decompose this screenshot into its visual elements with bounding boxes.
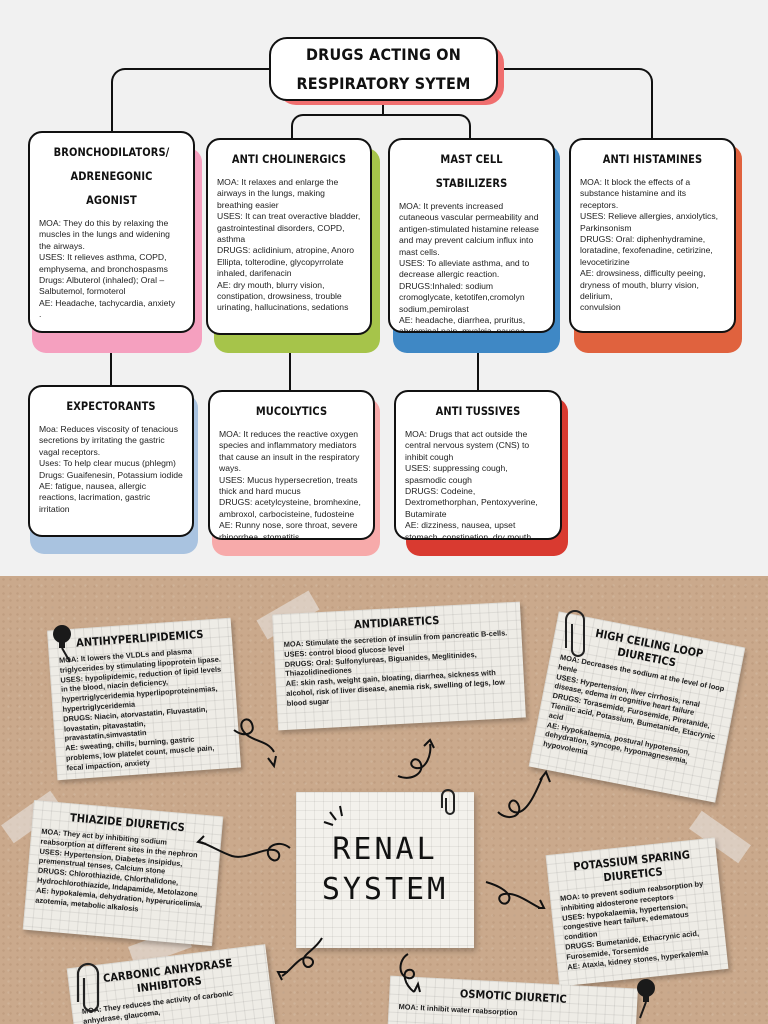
curly-arrow-icon — [196, 835, 291, 862]
card-heading: BRONCHODILATORS/ ADRENEGONIC AGONIST — [53, 145, 170, 207]
card-body: MOA: It reduces the reactive oxygen spec… — [219, 429, 361, 540]
curly-arrow-icon — [276, 937, 323, 981]
connector-line — [111, 68, 270, 132]
paperclip-icon — [76, 962, 100, 1013]
curly-arrow-icon — [399, 953, 421, 993]
card-body: MOA: It relaxes and enlarge the airways … — [217, 177, 361, 313]
connector-line — [110, 333, 112, 385]
anticholinergics-card: ANTI CHOLINERGICS MOA: It relaxes and enl… — [206, 138, 372, 335]
card-heading: ANTI HISTAMINES — [602, 152, 703, 166]
bronchodilators-card: BRONCHODILATORS/ ADRENEGONIC AGONIST MOA:… — [28, 131, 195, 333]
respiratory-diagram: DRUGS ACTING ON RESPIRATORY SYTEM BRONCH… — [28, 37, 742, 556]
curly-arrow-icon — [397, 738, 435, 779]
expectorants-card: EXPECTORANTS Moa: Reduces viscosity of te… — [28, 385, 194, 537]
card-heading: MUCOLYTICS — [255, 404, 328, 418]
diagram-title: DRUGS ACTING ON RESPIRATORY SYTEM — [269, 37, 498, 101]
renal-title-note: RENAL SYSTEM — [296, 792, 474, 948]
sparkle-icon — [323, 805, 343, 826]
paperclip-icon — [565, 610, 585, 657]
curly-arrow-icon — [485, 881, 546, 909]
mucolytics-card: MUCOLYTICS MOA: It reduces the reactive o… — [208, 390, 375, 540]
mast-cell-card: MAST CELL STABILIZERS MOA: It prevents in… — [388, 138, 555, 333]
card-heading: ANTI CHOLINERGICS — [231, 152, 347, 166]
card-body: MOA: They do this by relaxing the muscle… — [39, 218, 176, 320]
connector-line — [497, 68, 653, 138]
curly-arrow-icon — [497, 769, 551, 819]
connector-line — [291, 114, 471, 138]
antitussives-card: ANTI TUSSIVES MOA: Drugs that act outside… — [394, 390, 562, 540]
connector-line — [477, 333, 479, 390]
decorations — [53, 610, 655, 1019]
paperclip-icon — [441, 789, 455, 815]
card-heading: MAST CELL STABILIZERS — [435, 152, 508, 190]
pushpin-icon — [53, 625, 71, 663]
card-heading: EXPECTORANTS — [66, 399, 156, 413]
card-body: MOA: Drugs that act outside the central … — [405, 429, 538, 540]
card-heading: ANTI TUSSIVES — [435, 404, 521, 418]
card-body: MOA: It block the effects of a substance… — [580, 177, 719, 313]
pushpin-icon — [637, 979, 655, 1019]
card-body: MOA: It prevents increased cutaneous vas… — [399, 201, 539, 333]
renal-title: RENAL SYSTEM — [321, 832, 449, 907]
connector-line — [289, 335, 291, 390]
card-body: Moa: Reduces viscosity of tenacious secr… — [39, 424, 183, 514]
connector-line — [382, 101, 384, 114]
curly-arrow-icon — [233, 718, 277, 769]
antihistamines-card: ANTI HISTAMINES MOA: It block the effects… — [569, 138, 736, 333]
diagram-title-text: DRUGS ACTING ON RESPIRATORY SYTEM — [296, 45, 471, 93]
